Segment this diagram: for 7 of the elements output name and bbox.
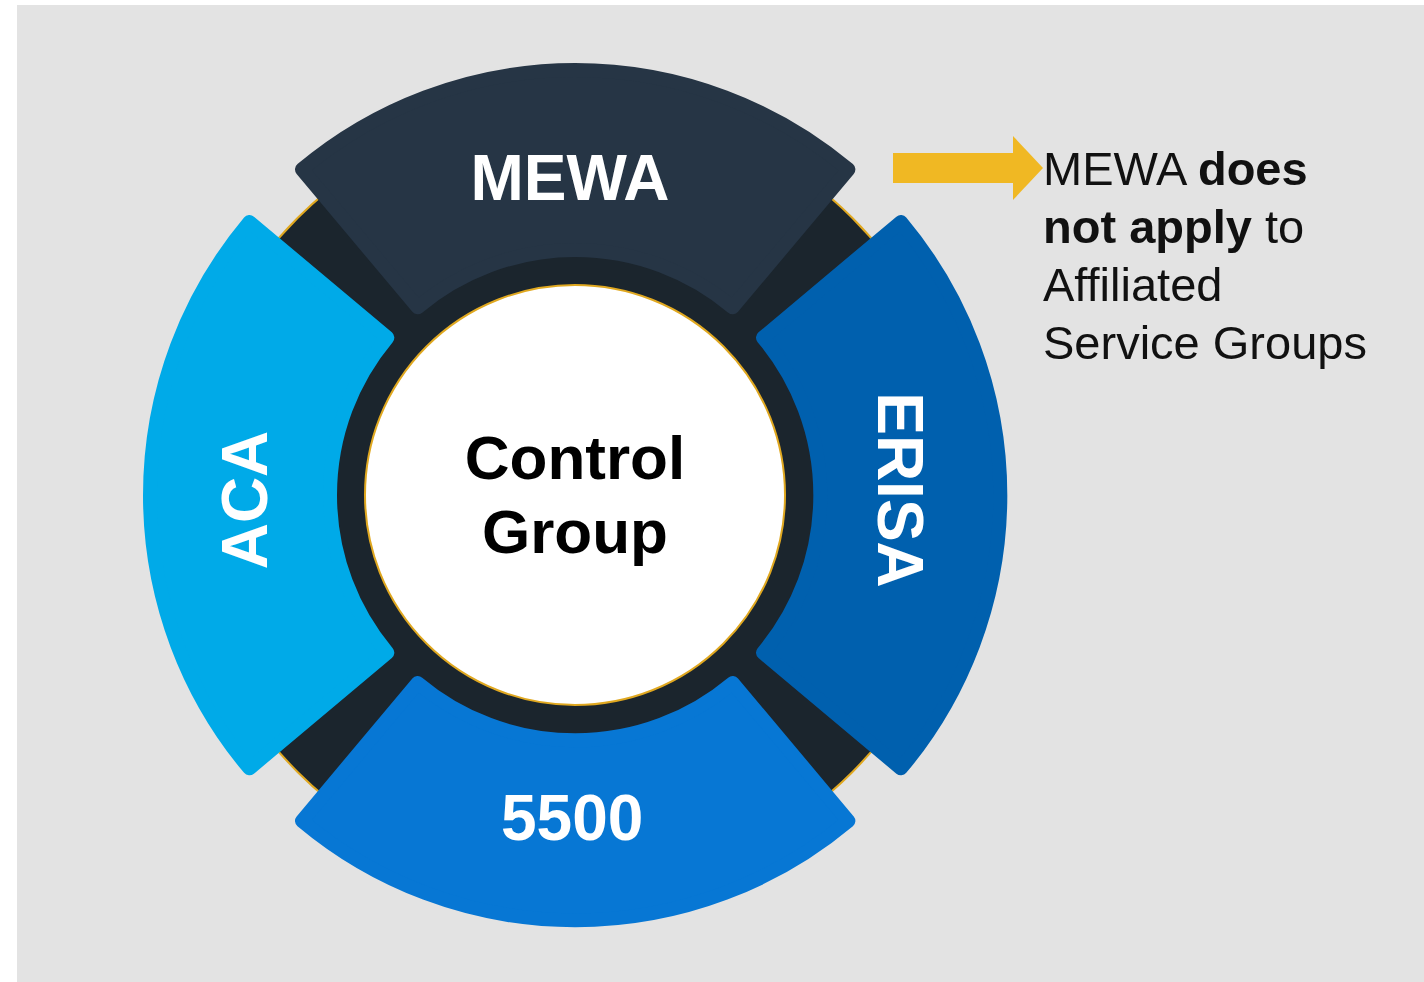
segment-label: 5500: [501, 786, 644, 850]
segment-label: ACA: [212, 430, 277, 570]
center-label: Control Group: [463, 421, 687, 568]
note-text: MEWA does not apply to Affiliated Service Groups: [1043, 140, 1383, 372]
segment-label: MEWA: [470, 146, 670, 210]
segment-label: ERISA: [867, 392, 932, 588]
arrow: [893, 136, 1043, 200]
